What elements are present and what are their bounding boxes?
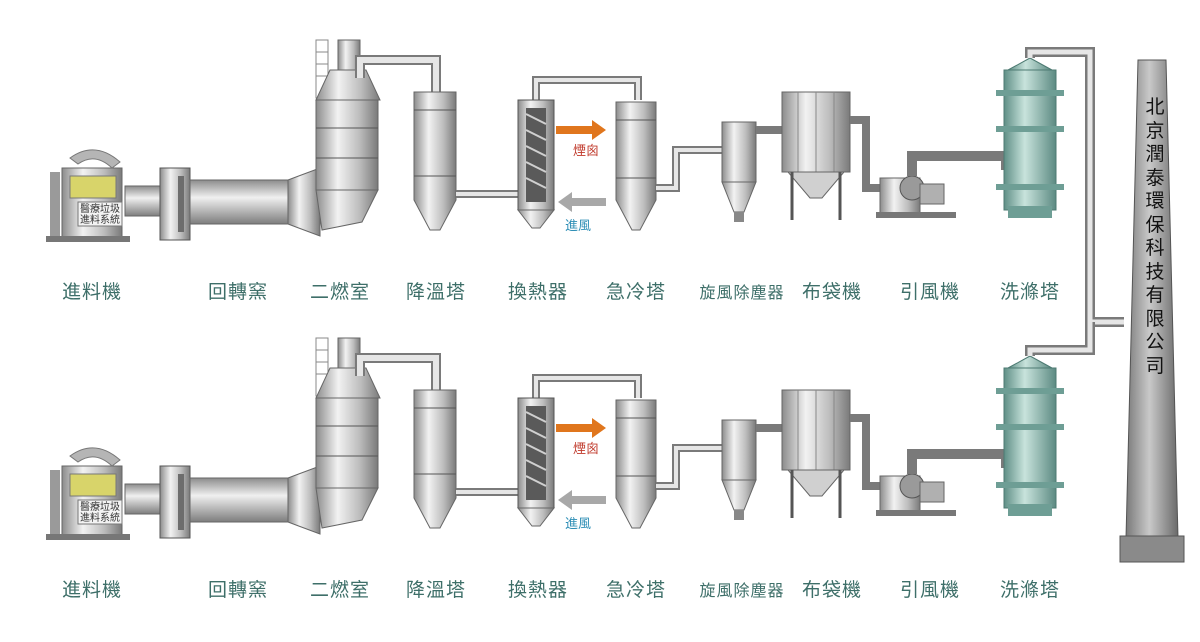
label-cyclone: 旋風除塵器 [699, 581, 784, 600]
label-feeder: 進料機 [62, 281, 122, 303]
cooling-tower [413, 91, 457, 231]
label-secondary-chamber: 二燃室 [310, 579, 370, 601]
label-heat-exchanger: 換熱器 [508, 281, 568, 303]
feeder-sign-line-2: 進料系統 [80, 213, 120, 226]
quench-tower [615, 399, 657, 529]
chimney-company-name: 北京潤泰環保科技有限公司 [1145, 96, 1165, 377]
air-arrow-label: 進風 [565, 517, 591, 532]
label-scrubber: 洗滌塔 [1000, 281, 1060, 303]
feeder-machine: 醫療垃圾 進料系統 [46, 447, 130, 540]
secondary-combustion-chamber [315, 39, 381, 231]
label-cooling-tower: 降溫塔 [406, 281, 466, 303]
quench-tower [615, 101, 657, 231]
air-arrow-label: 進風 [565, 219, 591, 234]
label-rotary-kiln: 回轉窯 [208, 579, 268, 601]
rotary-kiln [124, 167, 321, 241]
air-arrow: 進風 [558, 490, 606, 532]
secondary-combustion-chamber [315, 337, 381, 529]
label-rotary-kiln: 回轉窯 [208, 281, 268, 303]
induced-draft-fan [876, 151, 1011, 218]
flue-arrow: 煙囪 [556, 418, 606, 457]
baghouse-filter [781, 389, 880, 518]
label-baghouse: 布袋機 [802, 579, 862, 601]
label-heat-exchanger: 換熱器 [508, 579, 568, 601]
feeder-machine: 醫療垃圾 進料系統 [46, 149, 130, 242]
flue-arrow-label: 煙囪 [573, 442, 599, 457]
flue-arrow: 煙囪 [556, 120, 606, 159]
baghouse-filter [781, 91, 880, 220]
label-cyclone: 旋風除塵器 [699, 283, 784, 302]
cyclone-dust-collector [721, 112, 790, 222]
chimney-stack [1119, 59, 1185, 563]
heat-exchanger [516, 76, 642, 229]
label-scrubber: 洗滌塔 [1000, 579, 1060, 601]
cooling-tower [413, 389, 457, 529]
label-fan: 引風機 [900, 579, 960, 601]
process-line-2: 醫療垃圾 進料系統 [46, 322, 1095, 601]
feeder-sign-line-1: 醫療垃圾 [80, 202, 120, 215]
flue-arrow-label: 煙囪 [573, 144, 599, 159]
heat-exchanger [516, 374, 642, 527]
label-secondary-chamber: 二燃室 [310, 281, 370, 303]
induced-draft-fan [876, 449, 1011, 516]
label-feeder: 進料機 [62, 579, 122, 601]
feeder-sign-line-1: 醫療垃圾 [80, 500, 120, 513]
air-arrow: 進風 [558, 192, 606, 234]
process-line-1: 醫療垃圾 進料系統 [46, 39, 1124, 327]
rotary-kiln [124, 465, 321, 539]
feeder-sign-line-2: 進料系統 [80, 511, 120, 524]
scrubber-tower [996, 57, 1064, 218]
label-baghouse: 布袋機 [802, 281, 862, 303]
cyclone-dust-collector [721, 410, 790, 520]
label-quench-tower: 急冷塔 [606, 579, 666, 601]
label-cooling-tower: 降溫塔 [406, 579, 466, 601]
label-fan: 引風機 [900, 281, 960, 303]
scrubber-tower [996, 355, 1064, 516]
label-quench-tower: 急冷塔 [606, 281, 666, 303]
